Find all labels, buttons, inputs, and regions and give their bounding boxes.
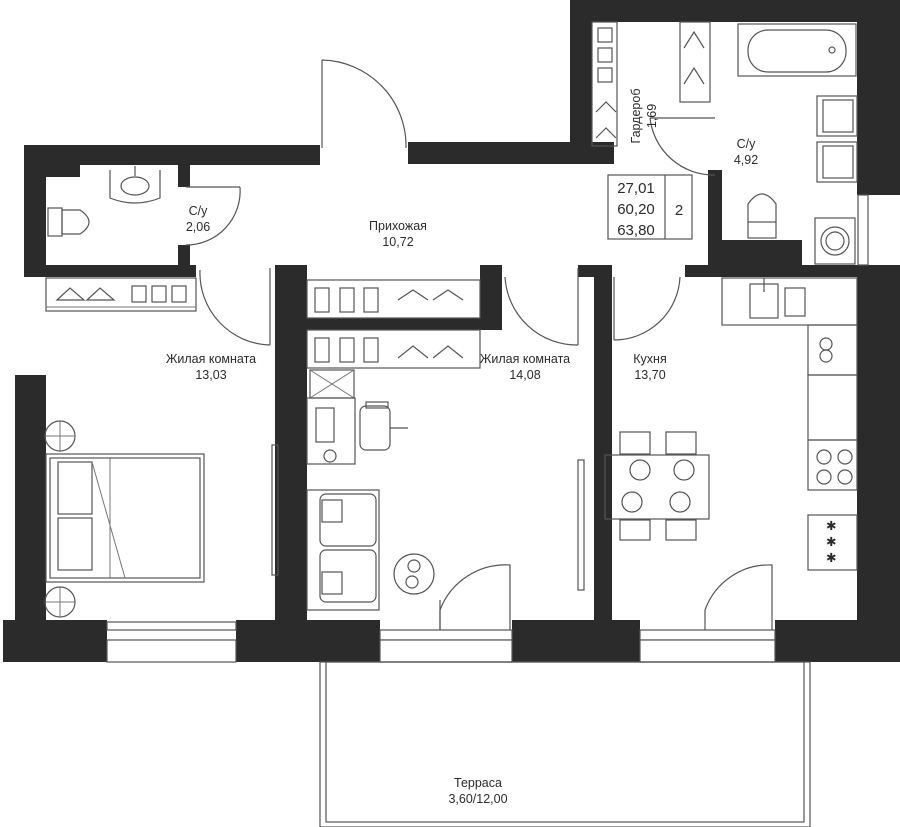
room-labels: С/у 2,06 Прихожая 10,72 Гардероб 1,69 С/… — [166, 89, 758, 807]
bedroom-center-name: Жилая комната — [480, 352, 570, 366]
svg-text:✱: ✱ — [826, 535, 837, 549]
sofa-icon — [306, 489, 380, 611]
terrace-name: Терраса — [454, 776, 502, 790]
kitchen-fixtures: ✱ ✱ ✱ — [604, 277, 858, 571]
walls — [3, 0, 900, 662]
small-bathroom-fixtures — [47, 166, 161, 237]
svg-text:✱: ✱ — [826, 519, 837, 533]
wardrobe-area: 1,69 — [645, 104, 659, 128]
sink-icon — [749, 278, 806, 319]
area-summary-box: 27,01 60,20 63,80 2 — [607, 174, 693, 240]
wardrobe-fixtures — [591, 21, 711, 147]
center-room-furniture — [306, 279, 481, 611]
side-table-icon — [393, 553, 435, 595]
big-bathroom-fixtures — [737, 23, 858, 265]
bedroom-left-name: Жилая комната — [166, 352, 256, 366]
bedroom-center-area: 14,08 — [509, 368, 540, 382]
bathroom-small-area: 2,06 — [186, 220, 210, 234]
bathroom-small-name: С/у — [189, 204, 209, 218]
windows — [106, 194, 869, 663]
svg-text:✱: ✱ — [826, 551, 837, 565]
kitchen-name: Кухня — [633, 352, 666, 366]
kitchen-area: 13,70 — [634, 368, 665, 382]
bedroom-left-area: 13,03 — [195, 368, 226, 382]
bathtub-icon — [737, 23, 857, 77]
washing-machine-icon — [814, 217, 856, 265]
terrace — [319, 661, 811, 827]
desk-icon — [306, 397, 356, 465]
stove-icon — [807, 439, 858, 491]
rooms-count-value: 2 — [675, 202, 683, 219]
left-bedroom-furniture — [44, 277, 205, 618]
office-chair-icon — [359, 401, 408, 451]
bathroom-large-area: 4,92 — [734, 153, 758, 167]
terrace-area: 3,60/12,00 — [448, 792, 507, 806]
total-area-value: 60,20 — [617, 201, 655, 218]
toilet-icon — [747, 193, 777, 239]
bathroom-large-name: С/у — [737, 137, 757, 151]
hallway-name: Прихожая — [369, 219, 427, 233]
hallway-area: 10,72 — [382, 235, 413, 249]
total-with-terrace-value: 63,80 — [617, 222, 655, 239]
living-area-value: 27,01 — [617, 180, 655, 197]
doors — [185, 59, 773, 630]
double-bed-icon — [45, 453, 205, 583]
dining-table-icon — [604, 431, 710, 541]
toilet-icon — [47, 207, 90, 237]
wardrobe-name: Гардероб — [629, 89, 643, 144]
